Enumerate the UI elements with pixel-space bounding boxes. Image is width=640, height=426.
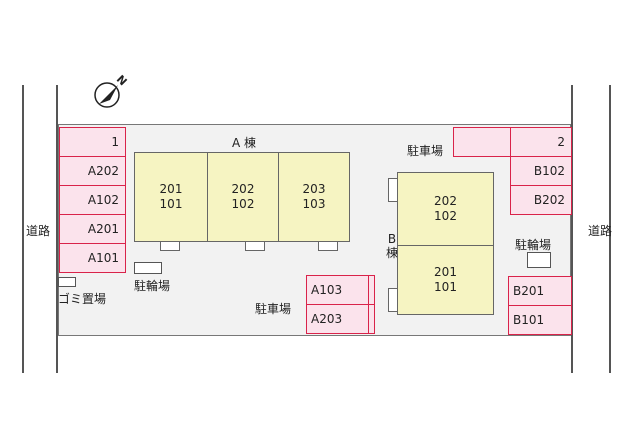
parking-space: 2 bbox=[510, 127, 572, 157]
parking-left-column: 1 A202 A102 A201 A101 bbox=[59, 127, 126, 273]
unit-lower: 101 bbox=[159, 197, 183, 211]
bicycle-left-label: 駐輪場 bbox=[134, 279, 171, 293]
parking-space-blank bbox=[368, 304, 375, 334]
building-a-title: A 棟 bbox=[232, 136, 257, 150]
unit-lower: 101 bbox=[434, 280, 457, 294]
building-a-unit-3: 203 103 bbox=[278, 152, 350, 242]
parking-space: A102 bbox=[59, 185, 126, 215]
parking-space: A202 bbox=[59, 156, 126, 186]
road-left-line-inner bbox=[56, 85, 58, 373]
unit-lower: 102 bbox=[434, 209, 457, 223]
building-a-unit-2: 202 102 bbox=[207, 152, 279, 242]
parking-space: A203 bbox=[306, 304, 369, 334]
parking-space: A101 bbox=[59, 243, 126, 273]
road-left-label: 道路 bbox=[26, 224, 51, 238]
road-left-line bbox=[22, 85, 24, 373]
unit-upper: 202 bbox=[231, 182, 255, 196]
parking-space: A201 bbox=[59, 214, 126, 244]
parking-space-blank bbox=[368, 275, 375, 305]
bicycle-rack-box bbox=[527, 252, 551, 268]
entrance-notch bbox=[388, 178, 398, 202]
road-right-line bbox=[609, 85, 611, 373]
entrance-notch bbox=[388, 288, 398, 312]
building-b-unit-2: 201 101 bbox=[397, 245, 494, 315]
parking-space: B202 bbox=[510, 185, 572, 215]
building-a-unit-1: 201 101 bbox=[134, 152, 208, 242]
entrance-notch bbox=[160, 241, 180, 251]
bicycle-rack-box bbox=[134, 262, 162, 274]
parking-space: B201 bbox=[508, 276, 572, 306]
unit-upper: 201 bbox=[159, 182, 183, 196]
unit-lower: 102 bbox=[231, 197, 255, 211]
bicycle-right-label: 駐輪場 bbox=[515, 238, 552, 252]
unit-upper: 201 bbox=[434, 265, 457, 279]
unit-lower: 103 bbox=[302, 197, 326, 211]
road-right-line-inner bbox=[571, 85, 573, 373]
parking-space-blank bbox=[453, 127, 511, 157]
garbage-label: ゴミ置場 bbox=[58, 292, 107, 306]
parking-space: 1 bbox=[59, 127, 126, 157]
unit-upper: 203 bbox=[302, 182, 326, 196]
building-b-unit-1: 202 102 bbox=[397, 172, 494, 246]
unit-upper: 202 bbox=[434, 194, 457, 208]
road-right-label: 道路 bbox=[588, 224, 613, 238]
parking-space: A103 bbox=[306, 275, 369, 305]
parking-top-label: 駐車場 bbox=[407, 144, 444, 158]
entrance-notch bbox=[318, 241, 338, 251]
parking-space: B102 bbox=[510, 156, 572, 186]
parking-mid-label: 駐車場 bbox=[255, 302, 292, 316]
entrance-notch bbox=[245, 241, 265, 251]
compass-icon bbox=[92, 76, 132, 110]
parking-space: B101 bbox=[508, 305, 572, 335]
garbage-box bbox=[58, 277, 76, 287]
